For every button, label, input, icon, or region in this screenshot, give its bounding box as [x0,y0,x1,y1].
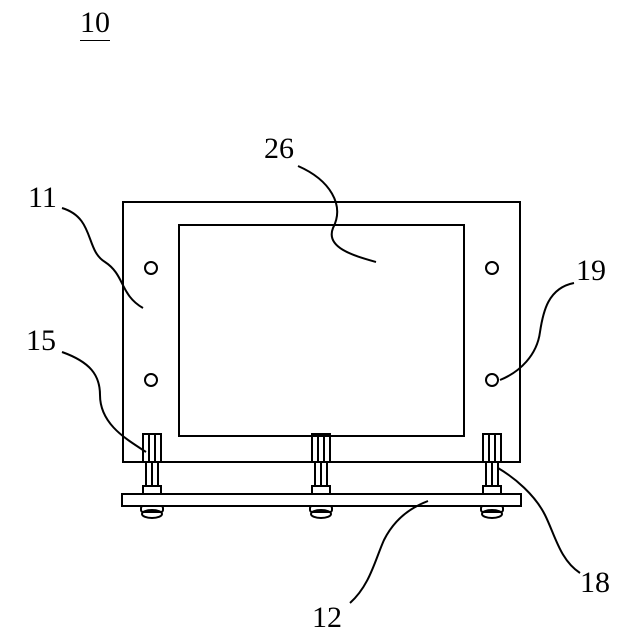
leader-15 [62,352,146,452]
label-hole: 19 [576,256,606,286]
hole-bottom-left [145,374,157,386]
figure-number: 10 [80,8,110,41]
post-left [141,434,163,518]
hole-top-left [145,262,157,274]
label-right-post: 18 [580,568,610,598]
leader-26 [298,166,376,262]
label-left-post: 15 [26,326,56,356]
leader-18 [498,468,580,573]
base-plate [122,494,521,506]
inner-window [179,225,464,436]
hole-bottom-right [486,374,498,386]
label-base-plate: 12 [312,603,342,633]
leader-11 [62,208,143,308]
label-window: 26 [264,134,294,164]
leader-12 [350,501,428,603]
hole-top-right [486,262,498,274]
post-right [481,434,503,518]
label-upper-plate: 11 [28,183,57,213]
upper-plate [123,202,520,462]
post-middle [310,434,332,518]
leader-19 [500,283,574,380]
